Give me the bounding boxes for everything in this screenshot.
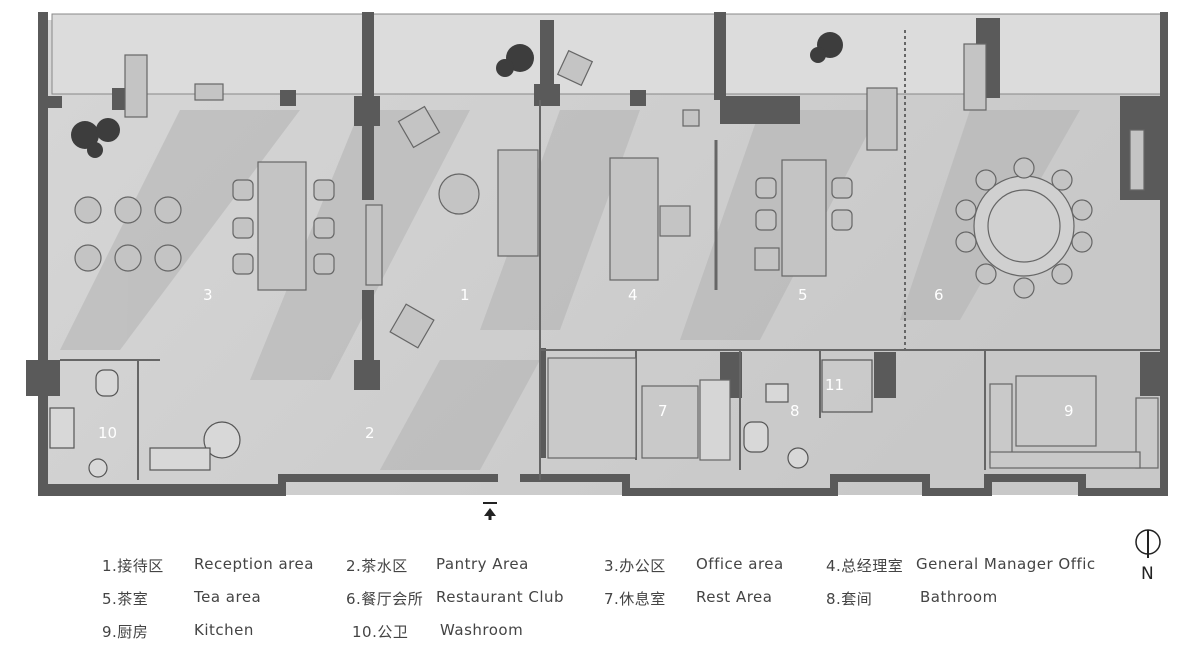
north-label: N: [1141, 564, 1154, 584]
room-number-11: 11: [825, 376, 844, 394]
entrance-arrow-icon: [483, 502, 497, 520]
legend: 1.接待区 Reception area 2.茶水区 Pantry Area 3…: [0, 520, 1200, 651]
light-shadows: [60, 110, 1080, 470]
floor-plan: 1 2 3 4 5 6 7 8 9 10 11: [26, 12, 1168, 520]
room-number-3: 3: [203, 286, 213, 304]
legend-num-4: 4.总经理室: [826, 557, 904, 575]
legend-en-10: Washroom: [440, 621, 524, 639]
room-number-4: 4: [628, 286, 638, 304]
legend-num-10: 10.公卫: [352, 623, 409, 641]
legend-num-8: 8.套间: [826, 590, 873, 608]
legend-num-1: 1.接待区: [102, 557, 164, 575]
legend-num-7: 7.休息室: [604, 590, 666, 608]
dining-furniture: [955, 129, 1145, 299]
legend-num-2: 2.茶水区: [346, 557, 408, 575]
room-number-9: 9: [1064, 402, 1074, 420]
room-number-7: 7: [658, 402, 668, 420]
plants: [71, 32, 843, 158]
legend-en-9: Kitchen: [194, 621, 254, 639]
legend-en-8: Bathroom: [920, 588, 998, 606]
legend-en-7: Rest Area: [696, 588, 773, 606]
rest-area-furniture: [547, 357, 731, 461]
legend-en-2: Pantry Area: [436, 555, 529, 573]
room-number-6: 6: [934, 286, 944, 304]
legend-num-3: 3.办公区: [604, 557, 666, 575]
legend-num-6: 6.餐厅会所: [346, 590, 424, 608]
legend-en-6: Restaurant Club: [436, 588, 565, 606]
room-number-5: 5: [798, 286, 808, 304]
washroom-fixtures: [49, 369, 241, 478]
legend-en-5: Tea area: [194, 588, 262, 606]
legend-en-4: General Manager Offic: [916, 555, 1096, 573]
legend-num-9: 9.厨房: [102, 623, 149, 641]
north-arrow-icon: [1135, 529, 1161, 558]
room-number-10: 10: [98, 424, 117, 442]
room-number-8: 8: [790, 402, 800, 420]
legend-num-5: 5.茶室: [102, 590, 149, 608]
room-number-1: 1: [460, 286, 470, 304]
room-numbers: 1 2 3 4 5 6 7 8 9 10 11: [98, 286, 1074, 442]
gm-office-furniture: [609, 109, 700, 281]
reception-furniture: [365, 49, 594, 349]
kitchen-furniture: [989, 375, 1159, 469]
bathroom-fixtures: [743, 359, 873, 469]
tea-furniture: [754, 43, 987, 277]
legend-en-3: Office area: [696, 555, 784, 573]
office-furniture: [74, 54, 335, 291]
room-number-2: 2: [365, 424, 375, 442]
legend-en-1: Reception area: [194, 555, 314, 573]
